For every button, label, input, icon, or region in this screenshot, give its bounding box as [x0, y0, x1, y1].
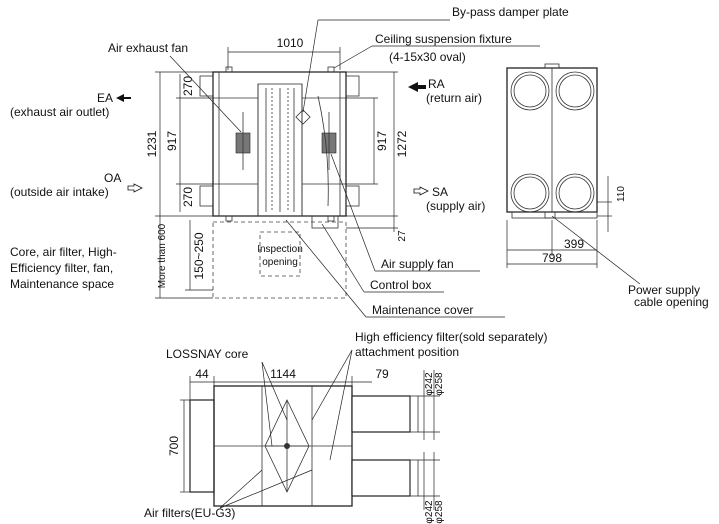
lossnay-core-label: LOSSNAY core: [166, 347, 249, 361]
air-supply-fan-label: Air supply fan: [381, 257, 454, 271]
maintenance-space-area: [212, 221, 347, 299]
front-dimensions: 1010 1231 270 917 270 More than 600 150~…: [145, 36, 409, 299]
dim-bottom-1144: 1144: [270, 367, 296, 381]
ea-arrow-icon: [116, 94, 131, 102]
dim-dia-258-bot: φ258: [434, 500, 445, 524]
maintenance-space-label-1: Core, air filter, High-: [10, 245, 117, 259]
top-callouts: LOSSNAY core High efficiency filter(sold…: [144, 330, 548, 520]
ra-arrow-icon: [408, 82, 426, 92]
bypass-damper-label: By-pass damper plate: [452, 5, 569, 19]
dim-dia-258-top: φ258: [434, 372, 445, 396]
maintenance-space-label-3: Maintenance space: [10, 277, 114, 291]
sa-description: (supply air): [426, 199, 485, 213]
oa-description: (outside air intake): [10, 185, 109, 199]
dim-right-small: 27: [397, 230, 408, 242]
duct-circle-sa: [510, 173, 550, 213]
air-exhaust-fan-label: Air exhaust fan: [108, 41, 188, 55]
dim-left-top: 270: [181, 76, 195, 96]
dim-left-bottom: 270: [181, 187, 195, 207]
dim-side-798: 798: [542, 251, 562, 265]
oa-arrow-icon: [127, 183, 143, 193]
top-dimensions: 44 1144 79 700 φ242 φ258 φ242 φ258: [167, 367, 445, 524]
duct-circle-ra: [510, 71, 550, 111]
dim-left-total: 1231: [145, 130, 159, 157]
side-view: 110 399 798 Power supply cable opening: [506, 63, 709, 309]
front-view: Inspection opening: [199, 66, 360, 299]
ceiling-suspension-label: Ceiling suspension fixture: [375, 32, 512, 46]
power-supply-label-1: Power supply: [628, 283, 700, 297]
dim-bottom-700: 700: [167, 436, 181, 456]
sa-label: SA: [432, 185, 448, 199]
airflow-labels: EA (exhaust air outlet) RA (return air) …: [10, 77, 485, 213]
sa-arrow-icon: [413, 186, 429, 196]
hef-label-1: High efficiency filter(sold separately): [355, 330, 548, 344]
control-box-label: Control box: [370, 278, 431, 292]
air-filters-label: Air filters(EU-G3): [144, 506, 235, 520]
inspection-label-2: opening: [262, 257, 298, 268]
ra-label: RA: [428, 77, 445, 91]
dim-right-inner: 917: [375, 131, 389, 151]
dim-range: 150~250: [192, 232, 206, 279]
ra-description: (return air): [426, 91, 482, 105]
dim-top-width: 1010: [277, 36, 304, 50]
dim-dia-242-bot: φ242: [424, 500, 435, 524]
hef-label-2: attachment position: [355, 345, 459, 359]
dim-more-than: More than 600: [157, 223, 168, 288]
oa-label: OA: [104, 171, 121, 185]
dim-bottom-44: 44: [195, 367, 209, 381]
ea-label: EA: [97, 91, 113, 105]
dim-left-middle: 917: [165, 131, 179, 151]
bypass-damper-symbol: [295, 109, 311, 125]
power-supply-opening: [544, 211, 556, 219]
inspection-label-1: Inspection: [257, 244, 303, 255]
dim-dia-242-top: φ242: [424, 372, 435, 396]
dim-side-399: 399: [564, 237, 584, 251]
power-supply-label-2: cable opening: [634, 295, 709, 309]
dim-bottom-79: 79: [375, 367, 389, 381]
maintenance-space-label-2: Efficiency filter, fan,: [10, 261, 113, 275]
oval-spec-label: (4-15x30 oval): [389, 50, 466, 64]
ea-description: (exhaust air outlet): [10, 105, 109, 119]
duct-circle-ea: [555, 71, 595, 111]
dim-right-total: 1272: [395, 130, 409, 157]
dim-side-110: 110: [616, 186, 627, 202]
duct-circle-oa: [555, 173, 595, 213]
maintenance-cover-label: Maintenance cover: [372, 303, 473, 317]
front-callouts: By-pass damper plate Ceiling suspension …: [10, 5, 569, 318]
top-view: [189, 385, 419, 507]
